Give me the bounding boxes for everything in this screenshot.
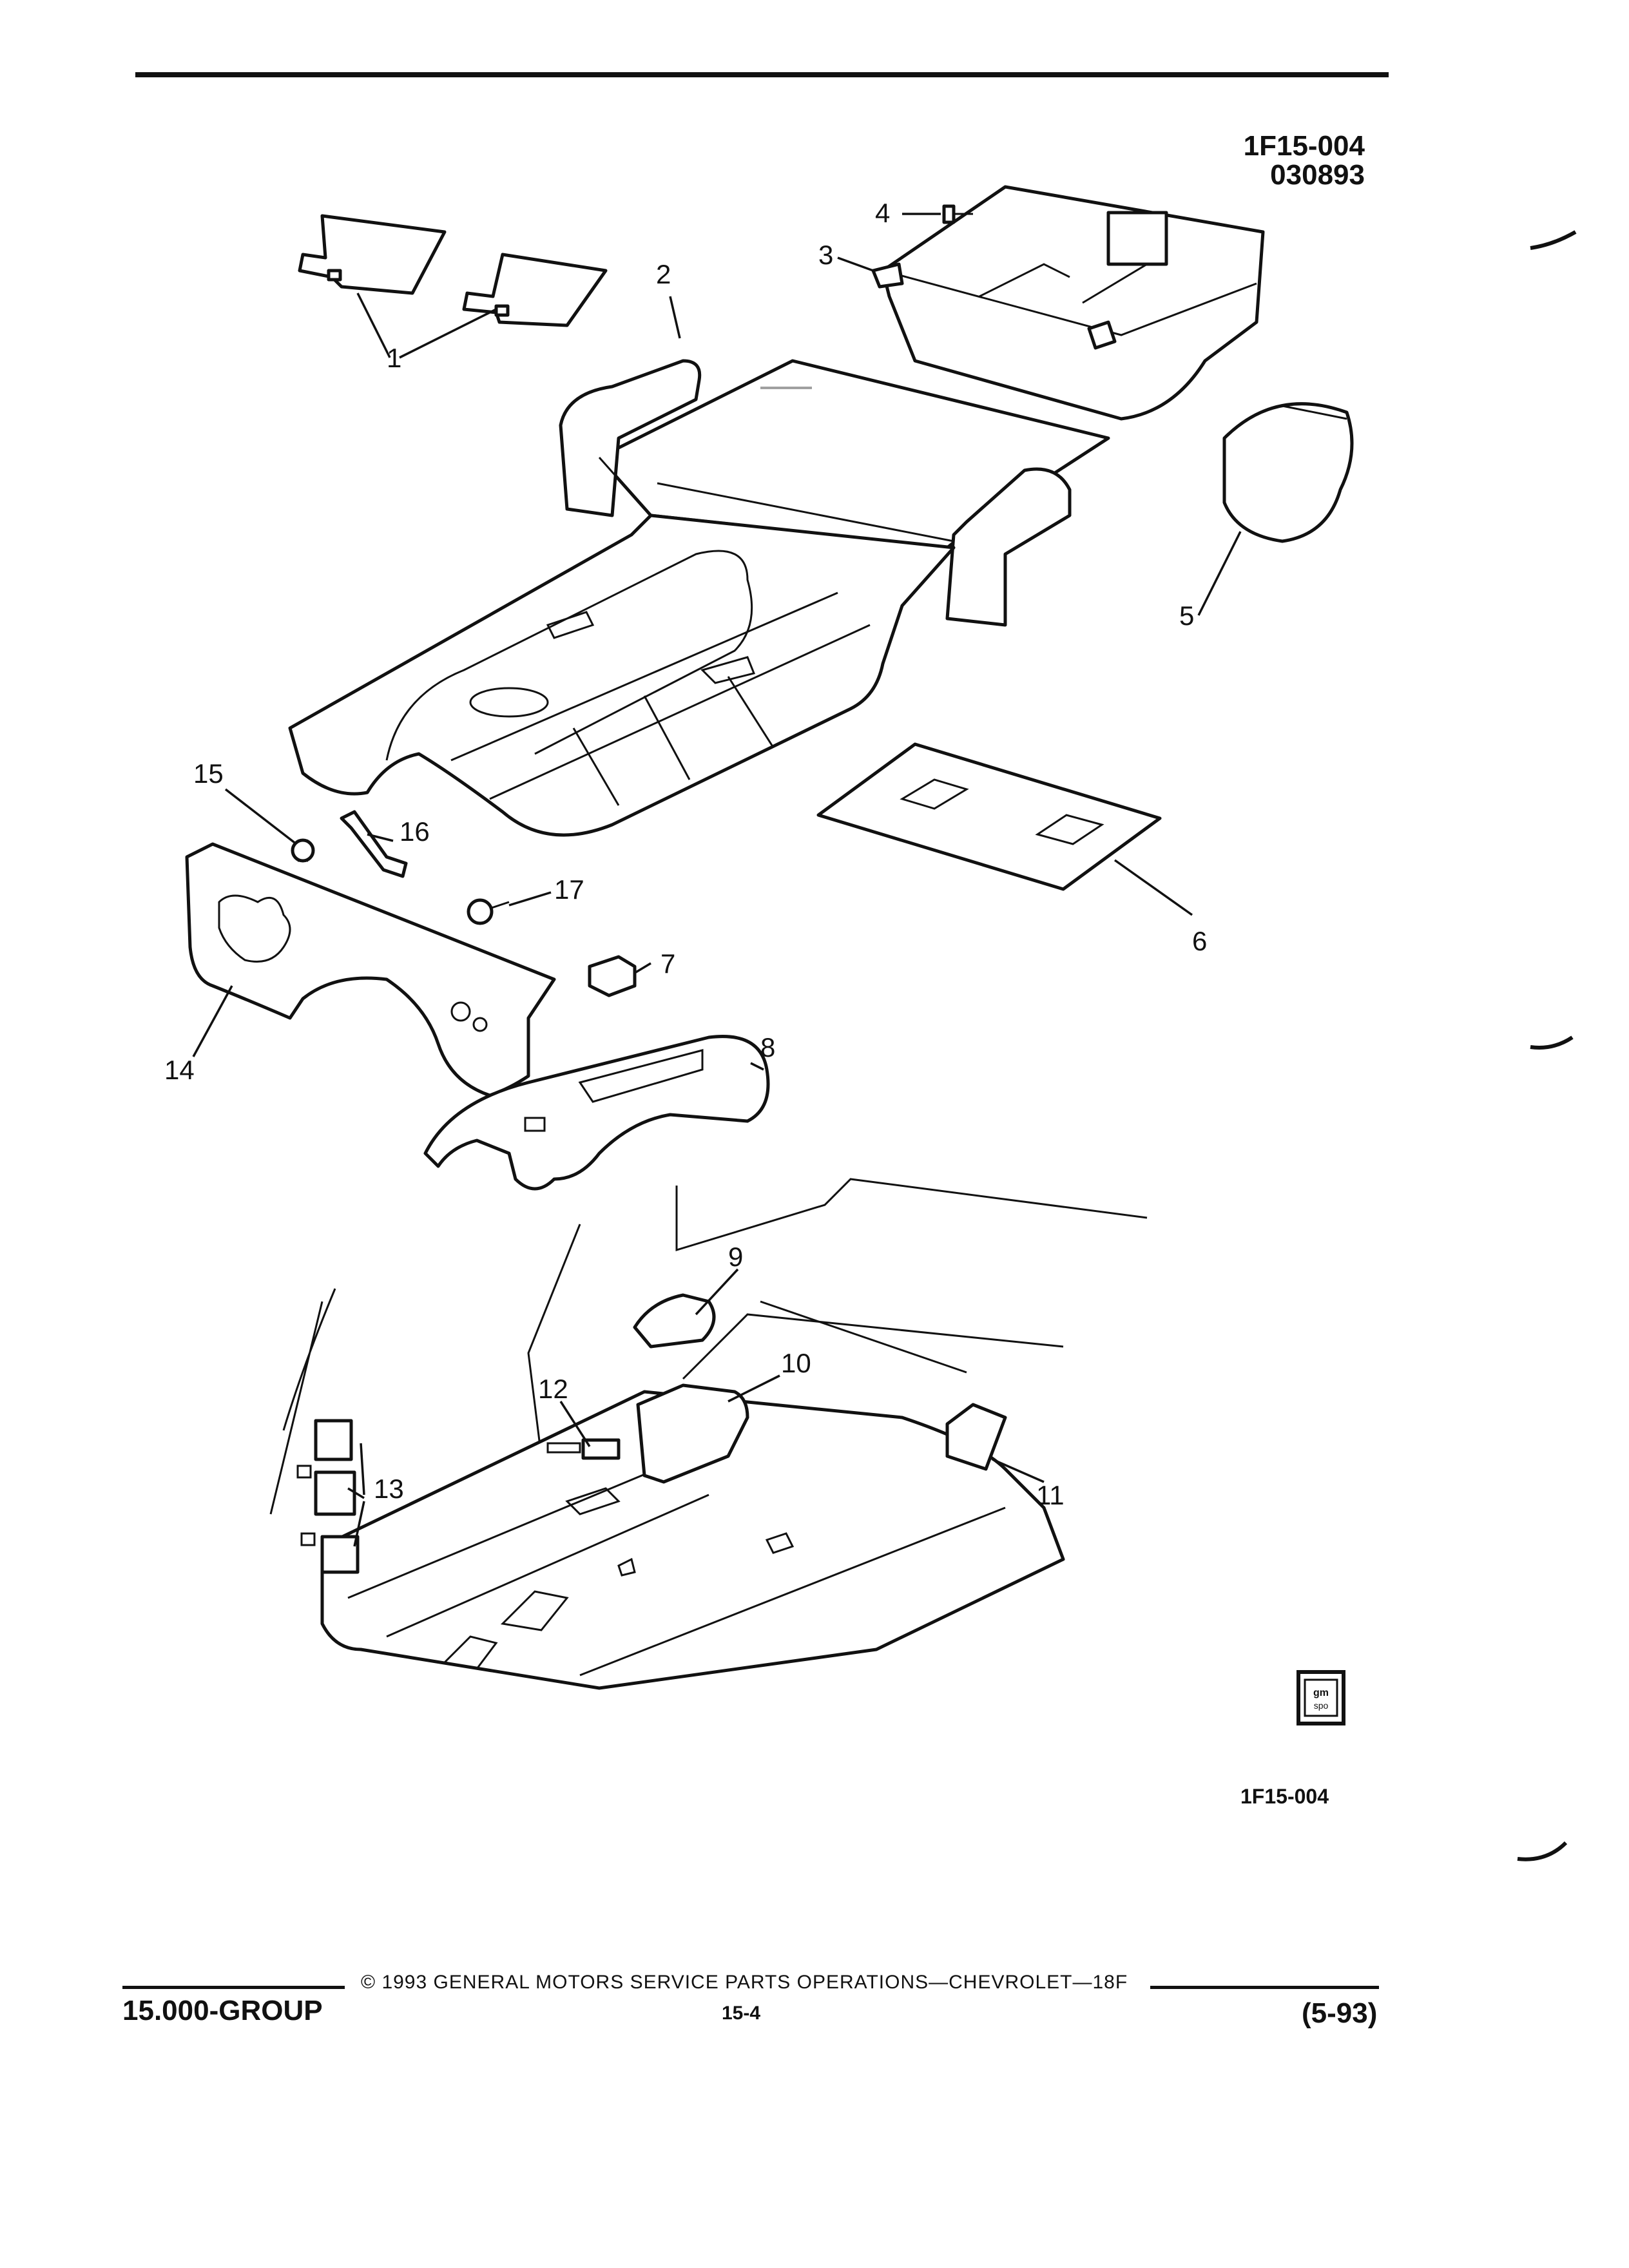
part-16-strip: [340, 810, 408, 878]
main-floor-carpet: [288, 514, 956, 837]
part-12-strip: [546, 1438, 621, 1460]
callout-11: 11: [1036, 1480, 1065, 1510]
leader-lines: [192, 213, 1242, 1547]
part-9-patch: [633, 1293, 716, 1349]
part-15-clip: [291, 838, 315, 863]
footer-page-number: 15-4: [722, 2003, 761, 2024]
top-rule: [135, 72, 1389, 77]
callout-15: 15: [193, 758, 224, 789]
part-5-corner-trim: [1222, 402, 1354, 543]
part-8-tunnel-cover: [423, 1035, 770, 1191]
callout-16: 16: [400, 816, 430, 847]
part-4-screw: [942, 204, 973, 224]
margin-marks: [1517, 230, 1577, 1861]
part-6-floor-pad: [816, 742, 1162, 891]
part-7-block: [588, 955, 637, 997]
figure-code: 1F15-004: [1243, 130, 1365, 162]
callout-5: 5: [1179, 601, 1194, 631]
figure-code-bottom: 1F15-004: [1240, 1785, 1329, 1808]
callout-14: 14: [164, 1055, 195, 1085]
callout-2: 2: [656, 259, 671, 289]
footer-revision: (5-93): [1302, 1997, 1378, 2029]
part-2-rear-carpet: [559, 359, 1110, 627]
footer-copyright: © 1993 GENERAL MOTORS SERVICE PARTS OPER…: [361, 1972, 1128, 1993]
callout-9: 9: [728, 1242, 743, 1272]
callout-1: 1: [387, 343, 401, 373]
svg-text:gm: gm: [1313, 1687, 1329, 1698]
footer-rule-left: [122, 1986, 345, 1989]
callout-6: 6: [1192, 926, 1207, 956]
part-13-pads: [296, 1419, 360, 1574]
part-17-fastener: [467, 898, 510, 925]
date-code: 030893: [1270, 159, 1365, 191]
part-14-dash-panel: [185, 842, 556, 1097]
lower-floor-assembly: [269, 1178, 1148, 1690]
callout-7: 7: [660, 948, 675, 979]
svg-text:spo: spo: [1314, 1700, 1329, 1711]
gm-spo-logo-icon: gm spo: [1296, 1670, 1345, 1725]
callout-3: 3: [818, 240, 833, 270]
footer-group: 15.000-GROUP: [122, 1995, 323, 2026]
part-10-panel: [636, 1383, 749, 1484]
footer-rule-right: [1150, 1986, 1379, 1989]
callout-17: 17: [554, 874, 584, 905]
callout-13: 13: [374, 1474, 404, 1504]
part-1-pads: [298, 214, 608, 327]
part-11-pad: [945, 1403, 1007, 1471]
callout-10: 10: [781, 1348, 811, 1378]
callout-12: 12: [538, 1374, 568, 1404]
callout-8: 8: [760, 1032, 775, 1062]
part-3-rear-tray: [871, 185, 1265, 421]
callout-4: 4: [875, 198, 890, 228]
